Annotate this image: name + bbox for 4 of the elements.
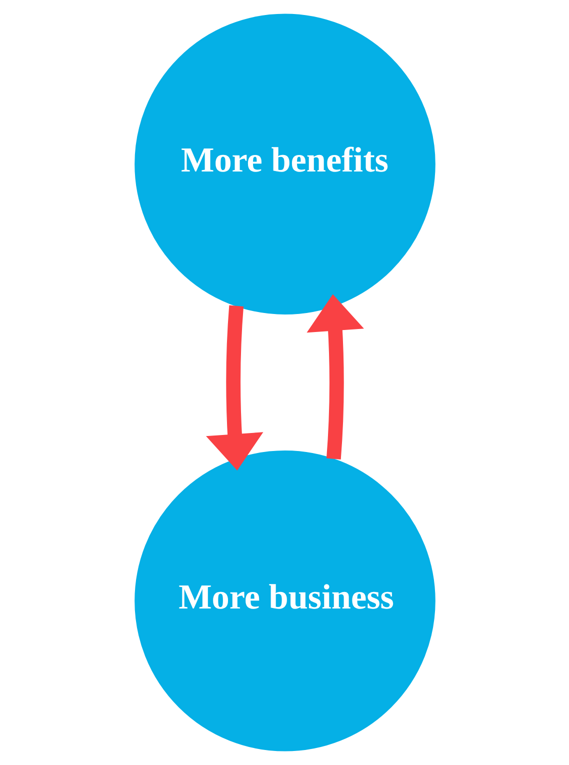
arrow	[306, 294, 364, 460]
node-circle: More benefits	[134, 14, 435, 314]
arrow	[206, 305, 263, 470]
node-circle: More business	[134, 450, 435, 752]
